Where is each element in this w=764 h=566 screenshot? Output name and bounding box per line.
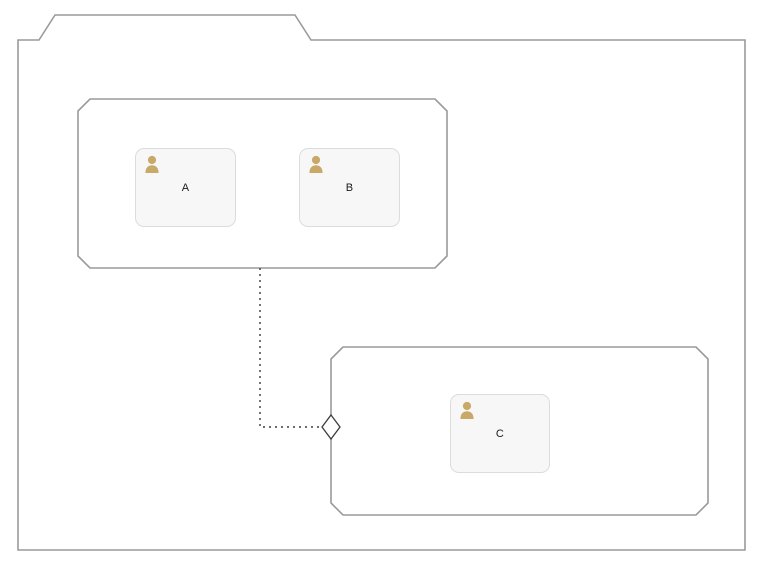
package-top-shape[interactable]	[77, 98, 448, 269]
person-icon	[460, 401, 474, 419]
aggregation-connector-line[interactable]	[259, 268, 323, 428]
aggregation-diamond-icon[interactable]	[321, 413, 341, 441]
package-bottom-shape[interactable]	[330, 346, 709, 516]
person-icon	[145, 155, 159, 173]
node-b-label: B	[345, 181, 354, 194]
node-b[interactable]: B	[299, 148, 400, 227]
node-c-label: C	[495, 427, 505, 440]
node-c[interactable]: C	[450, 394, 550, 473]
outer-package-shape[interactable]	[17, 14, 746, 551]
person-icon	[309, 155, 323, 173]
node-a-label: A	[181, 181, 190, 194]
node-a[interactable]: A	[135, 148, 236, 227]
